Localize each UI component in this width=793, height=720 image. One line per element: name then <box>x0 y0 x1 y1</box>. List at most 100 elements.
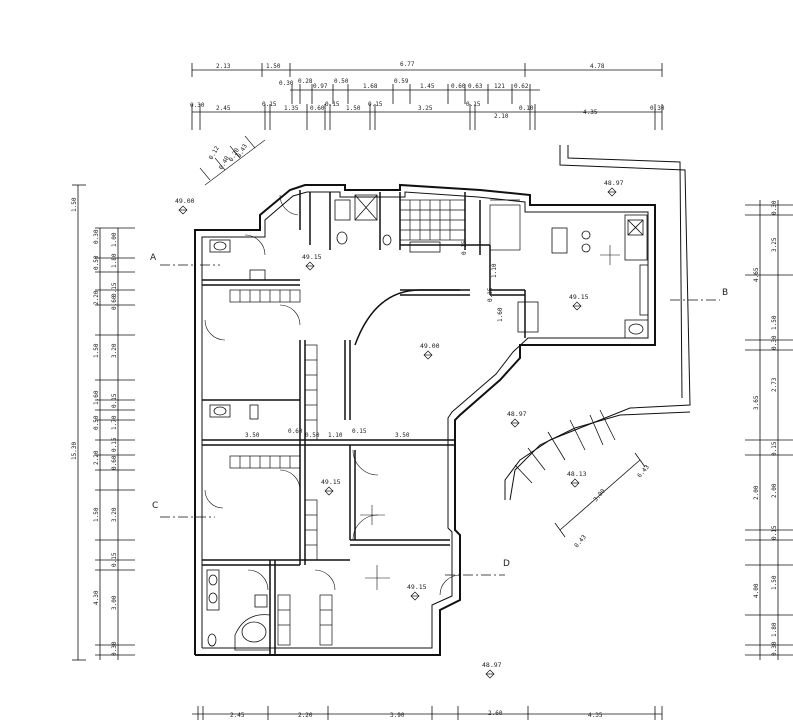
sanitary-fixtures <box>206 194 441 651</box>
dim-label: 1.50 <box>93 507 100 522</box>
dim-label: 2.45 <box>216 105 231 112</box>
dim-label: 3.25 <box>771 237 778 252</box>
dim-label: 0.30 <box>111 641 118 656</box>
dim-label: 0.50 <box>93 255 100 270</box>
right-dimension-lines <box>745 200 793 660</box>
level-labels: 49.00 49.15 48.97 49.15 49.00 48.97 48.1… <box>175 179 624 669</box>
dim-label: 4.65 <box>753 267 760 282</box>
dim-label: 2.45 <box>230 712 245 719</box>
dim-label: 3.65 <box>753 395 760 410</box>
dim-label: 0.10 <box>519 105 534 112</box>
dim-label: 0.15 <box>461 240 468 255</box>
level-marker <box>178 205 188 215</box>
dim-label: 3.25 <box>418 105 433 112</box>
dim-label: 2.00 <box>771 483 778 498</box>
bottom-dimension-labels: 2.45 2.20 3.90 2.60 4.35 <box>230 710 603 719</box>
dim-label: 0.30 <box>771 641 778 656</box>
dim-label: 0.60 <box>310 105 325 112</box>
dim-label: 1.50 <box>346 105 361 112</box>
dim-label: 0.30 <box>771 335 778 350</box>
dim-label: 4.35 <box>583 109 598 116</box>
dim-label: 1.68 <box>363 83 378 90</box>
dim-label: 0.15 <box>352 428 367 435</box>
level-label: 49.00 <box>420 342 440 350</box>
dim-label: 1.80 <box>771 622 778 637</box>
level-label: 48.97 <box>482 661 502 669</box>
dim-label: 4.78 <box>590 63 605 70</box>
dim-label: 1.50 <box>771 315 778 330</box>
dim-label: 0.15 <box>771 525 778 540</box>
level-markers <box>178 187 617 679</box>
dim-label: 0.12 <box>208 145 221 161</box>
dim-label: 0.97 <box>313 83 328 90</box>
level-label: 49.00 <box>175 197 195 205</box>
dim-label: 4.00 <box>753 583 760 598</box>
dim-label: 121 <box>494 83 505 90</box>
dim-label: 0.50 <box>334 78 349 85</box>
section-label-a: A <box>150 253 157 263</box>
dim-label: 2.73 <box>771 377 778 392</box>
dim-label: 1.50 <box>266 63 281 70</box>
level-marker <box>410 591 420 601</box>
dim-label: 0.15 <box>111 393 118 408</box>
level-marker <box>607 187 617 197</box>
section-lines <box>160 264 720 576</box>
dim-label: 0.50 <box>305 432 320 439</box>
section-label-c: C <box>152 501 158 511</box>
dim-label: 0.15 <box>325 101 340 108</box>
left-dimension-lines <box>72 184 135 661</box>
dim-label: 6.77 <box>400 61 415 68</box>
dim-label: 0.60 <box>288 428 303 435</box>
dim-label: 3.50 <box>395 432 410 439</box>
diagonal-dimension-lines <box>199 135 266 186</box>
dim-label: 0.15 <box>487 287 494 302</box>
dim-label: 0.30 <box>771 200 778 215</box>
top-dimension-lines <box>191 63 663 130</box>
dim-label: 3.00 <box>111 595 118 610</box>
level-label: 49.15 <box>569 293 589 301</box>
dim-label: 1.80 <box>111 253 118 268</box>
left-dimension-labels: 15.30 1.50 0.30 1.00 0.50 1.80 2.20 0.15… <box>71 197 118 656</box>
interior-dimension-labels: 3.50 0.60 0.50 1.10 0.15 3.50 0.15 1.60 … <box>245 240 504 439</box>
level-marker <box>485 669 495 679</box>
dim-label: 2.13 <box>216 63 231 70</box>
level-marker <box>324 486 334 496</box>
dim-label: 0.43 <box>573 533 588 549</box>
wardrobes <box>229 289 333 646</box>
dim-label: 0.30 <box>279 80 294 87</box>
dim-label: 0.28 <box>298 78 313 85</box>
dim-label: 0.15 <box>111 282 118 297</box>
dim-label: 1.45 <box>420 83 435 90</box>
dim-label: 1.50 <box>71 197 78 212</box>
section-label-d: D <box>503 559 510 569</box>
dim-label: 0.59 <box>394 78 409 85</box>
dim-label: 3.20 <box>111 507 118 522</box>
dim-label: 3.00 <box>592 487 607 503</box>
dim-label: 2.20 <box>298 712 313 719</box>
dim-label: 0.30 <box>190 102 205 109</box>
dim-label: 0.15 <box>111 437 118 452</box>
terrace-steps <box>514 409 646 538</box>
level-label: 49.15 <box>321 478 341 486</box>
dim-label: 4.35 <box>588 712 603 719</box>
dim-label: 3.50 <box>245 432 260 439</box>
dim-label: 1.10 <box>491 263 498 278</box>
level-marker <box>570 478 580 488</box>
dim-label: 1.70 <box>111 415 118 430</box>
dim-label: 0.15 <box>111 552 118 567</box>
top-dimension-labels: 2.13 1.50 6.77 4.78 0.30 0.28 0.97 0.50 … <box>190 61 665 120</box>
dim-label: 0.15 <box>771 441 778 456</box>
level-label: 48.13 <box>567 470 587 478</box>
dim-label: 2.20 <box>93 450 100 465</box>
dim-label: 1.10 <box>328 432 343 439</box>
dim-label: 3.90 <box>390 712 405 719</box>
dim-label: 0.15 <box>466 101 481 108</box>
level-marker <box>305 261 315 271</box>
staircase <box>399 199 521 251</box>
level-marker <box>510 418 520 428</box>
dim-label: 0.15 <box>368 101 383 108</box>
dim-label: 0.30 <box>650 105 665 112</box>
dim-label: 0.43 <box>236 143 249 159</box>
dim-label: 1.60 <box>93 390 100 405</box>
bottom-dimension-lines <box>192 706 663 720</box>
